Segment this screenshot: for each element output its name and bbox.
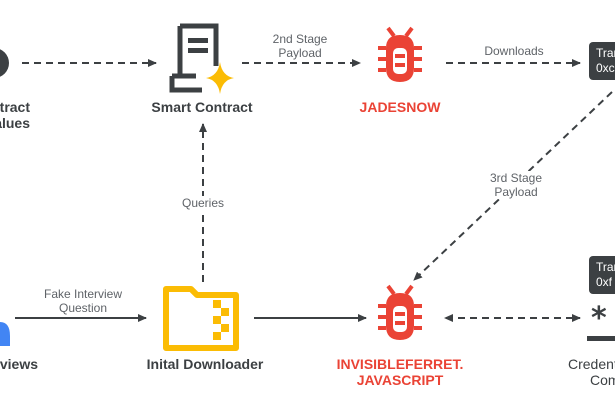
credentials-password-icon: * <box>587 301 615 341</box>
smart-contract-icon <box>169 23 234 94</box>
initial-downloader-label: Inital Downloader <box>146 356 264 372</box>
svg-text:*: * <box>591 301 607 336</box>
contract-values-label: Contract Values <box>0 99 30 131</box>
sparkle-icon <box>206 62 234 94</box>
invisibleferret-label: INVISIBLEFERRET. JAVASCRIPT <box>336 356 464 388</box>
edge-label-fake-interview: Fake Interview Question <box>43 287 123 315</box>
credentials-label: Credentials Com <box>568 356 615 388</box>
jadesnow-bug-icon <box>378 26 422 82</box>
jadesnow-label: JADESNOW <box>359 99 441 115</box>
interviews-label: Interviews <box>0 356 38 372</box>
edge-label-downloads: Downloads <box>484 44 544 58</box>
contract-values-icon <box>0 49 9 77</box>
edge-label-queries: Queries <box>168 196 238 210</box>
tron-address-bottom: Tran 0xf <box>589 256 615 294</box>
invisibleferret-bug-icon <box>378 284 422 340</box>
edge-label-third-stage: 3rd Stage Payload <box>466 171 566 199</box>
smart-contract-label: Smart Contract <box>151 99 253 115</box>
zip-folder-icon <box>163 286 239 351</box>
edge-label-second-stage: 2nd Stage Payload <box>272 32 328 60</box>
interviews-user-icon <box>0 322 10 346</box>
tron-address-top: Tran 0xc <box>589 42 615 80</box>
